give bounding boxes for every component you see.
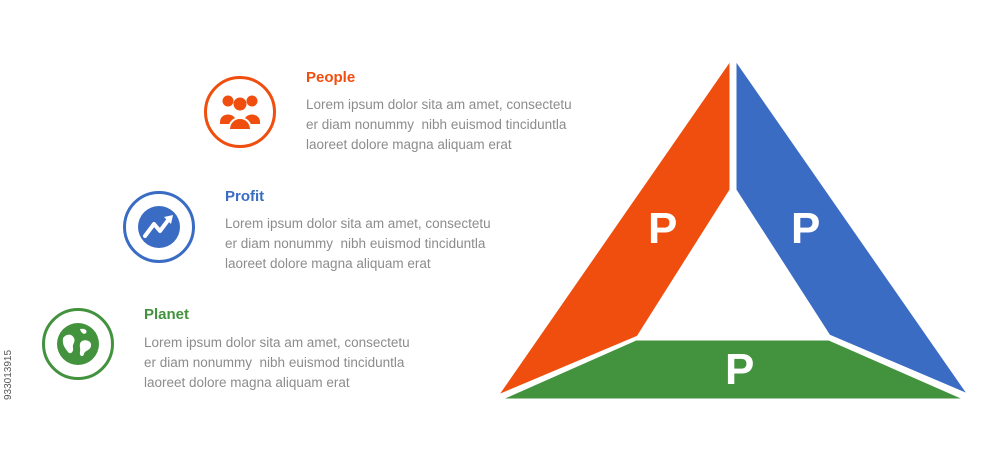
description-line: Lorem ipsum dolor sita am amet, consecte… <box>144 335 410 350</box>
triangle-right-label: P <box>791 204 821 253</box>
description-line: Lorem ipsum dolor sita am amet, consecte… <box>225 216 491 231</box>
profit-title: Profit <box>225 188 265 205</box>
description-line: er diam nonummy nibh euismod tinciduntla <box>144 355 405 370</box>
description-line: laoreet dolore magna aliquam erat <box>225 256 431 271</box>
trend-chart-icon <box>138 206 180 248</box>
triangle-left-label: P <box>648 204 678 253</box>
people-title: People <box>306 69 356 86</box>
triangle-left-side <box>494 56 733 399</box>
triangle-right-side <box>733 56 972 398</box>
profit-icon-circle <box>123 191 195 263</box>
description-line: laoreet dolore magna aliquam erat <box>306 137 512 152</box>
description-line: Lorem ipsum dolor sita am amet, consecte… <box>306 97 572 112</box>
profit-description: Lorem ipsum dolor sita am amet, consecte… <box>225 214 525 274</box>
description-line: er diam nonummy nibh euismod tinciduntla <box>306 117 567 132</box>
description-line: er diam nonummy nibh euismod tinciduntla <box>225 236 486 251</box>
globe-icon <box>57 323 99 365</box>
planet-title: Planet <box>144 306 190 323</box>
people-description: Lorem ipsum dolor sita am amet, consecte… <box>306 95 606 155</box>
people-group-icon <box>220 95 260 131</box>
people-icon-circle <box>204 76 276 148</box>
planet-icon-circle <box>42 308 114 380</box>
triangle-bottom-side <box>496 337 970 402</box>
triangle-bottom-label: P <box>725 345 755 394</box>
description-line: laoreet dolore magna aliquam erat <box>144 375 350 390</box>
stock-id-text: 933013915 <box>3 349 14 400</box>
planet-description: Lorem ipsum dolor sita am amet, consecte… <box>144 333 444 393</box>
